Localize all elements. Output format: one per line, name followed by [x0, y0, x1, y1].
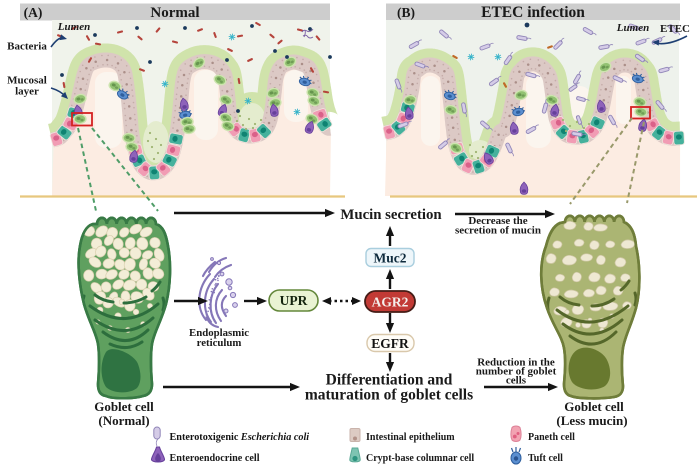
svg-text:Crypt-base columnar cell: Crypt-base columnar cell: [366, 453, 474, 464]
svg-text:ETEC infection: ETEC infection: [481, 4, 585, 21]
svg-text:AGR2: AGR2: [372, 295, 409, 310]
svg-text:Enterotoxigenic Escherichia co: Enterotoxigenic Escherichia coli: [170, 432, 310, 443]
svg-text:Paneth cell: Paneth cell: [528, 432, 575, 443]
svg-text:Goblet cell: Goblet cell: [564, 399, 624, 414]
svg-text:ETEC: ETEC: [660, 23, 690, 35]
svg-text:number of goblet: number of goblet: [476, 366, 557, 378]
svg-text:maturation of goblet cells: maturation of goblet cells: [305, 387, 473, 404]
svg-text:Lumen: Lumen: [57, 21, 90, 33]
svg-text:Muc2: Muc2: [374, 251, 407, 266]
svg-text:(B): (B): [397, 5, 415, 20]
svg-text:Bacteria: Bacteria: [7, 41, 47, 53]
svg-text:secretion of mucin: secretion of mucin: [455, 225, 541, 237]
svg-text:Lumen: Lumen: [616, 22, 649, 34]
svg-text:Mucin secretion: Mucin secretion: [340, 207, 441, 223]
svg-text:Goblet cell: Goblet cell: [94, 399, 154, 414]
svg-text:(Less mucin): (Less mucin): [556, 413, 627, 428]
svg-text:Enteroendocrine cell: Enteroendocrine cell: [170, 453, 260, 464]
svg-text:Tuft cell: Tuft cell: [528, 453, 563, 464]
svg-text:Normal: Normal: [150, 5, 199, 21]
svg-text:Mucosal: Mucosal: [7, 75, 47, 87]
svg-text:EGFR: EGFR: [371, 336, 409, 351]
svg-text:UPR: UPR: [280, 293, 308, 308]
svg-text:Intestinal epithelium: Intestinal epithelium: [366, 432, 455, 443]
svg-text:(Normal): (Normal): [98, 413, 149, 428]
svg-text:Differentiation and: Differentiation and: [326, 372, 453, 389]
svg-text:layer: layer: [15, 86, 39, 98]
svg-text:reticulum: reticulum: [197, 337, 242, 349]
svg-text:cells: cells: [506, 375, 527, 387]
svg-text:Reduction in the: Reduction in the: [477, 357, 555, 369]
svg-text:(A): (A): [24, 5, 43, 20]
svg-text:Decrease the: Decrease the: [468, 215, 527, 227]
svg-text:Endoplasmic: Endoplasmic: [189, 327, 249, 339]
